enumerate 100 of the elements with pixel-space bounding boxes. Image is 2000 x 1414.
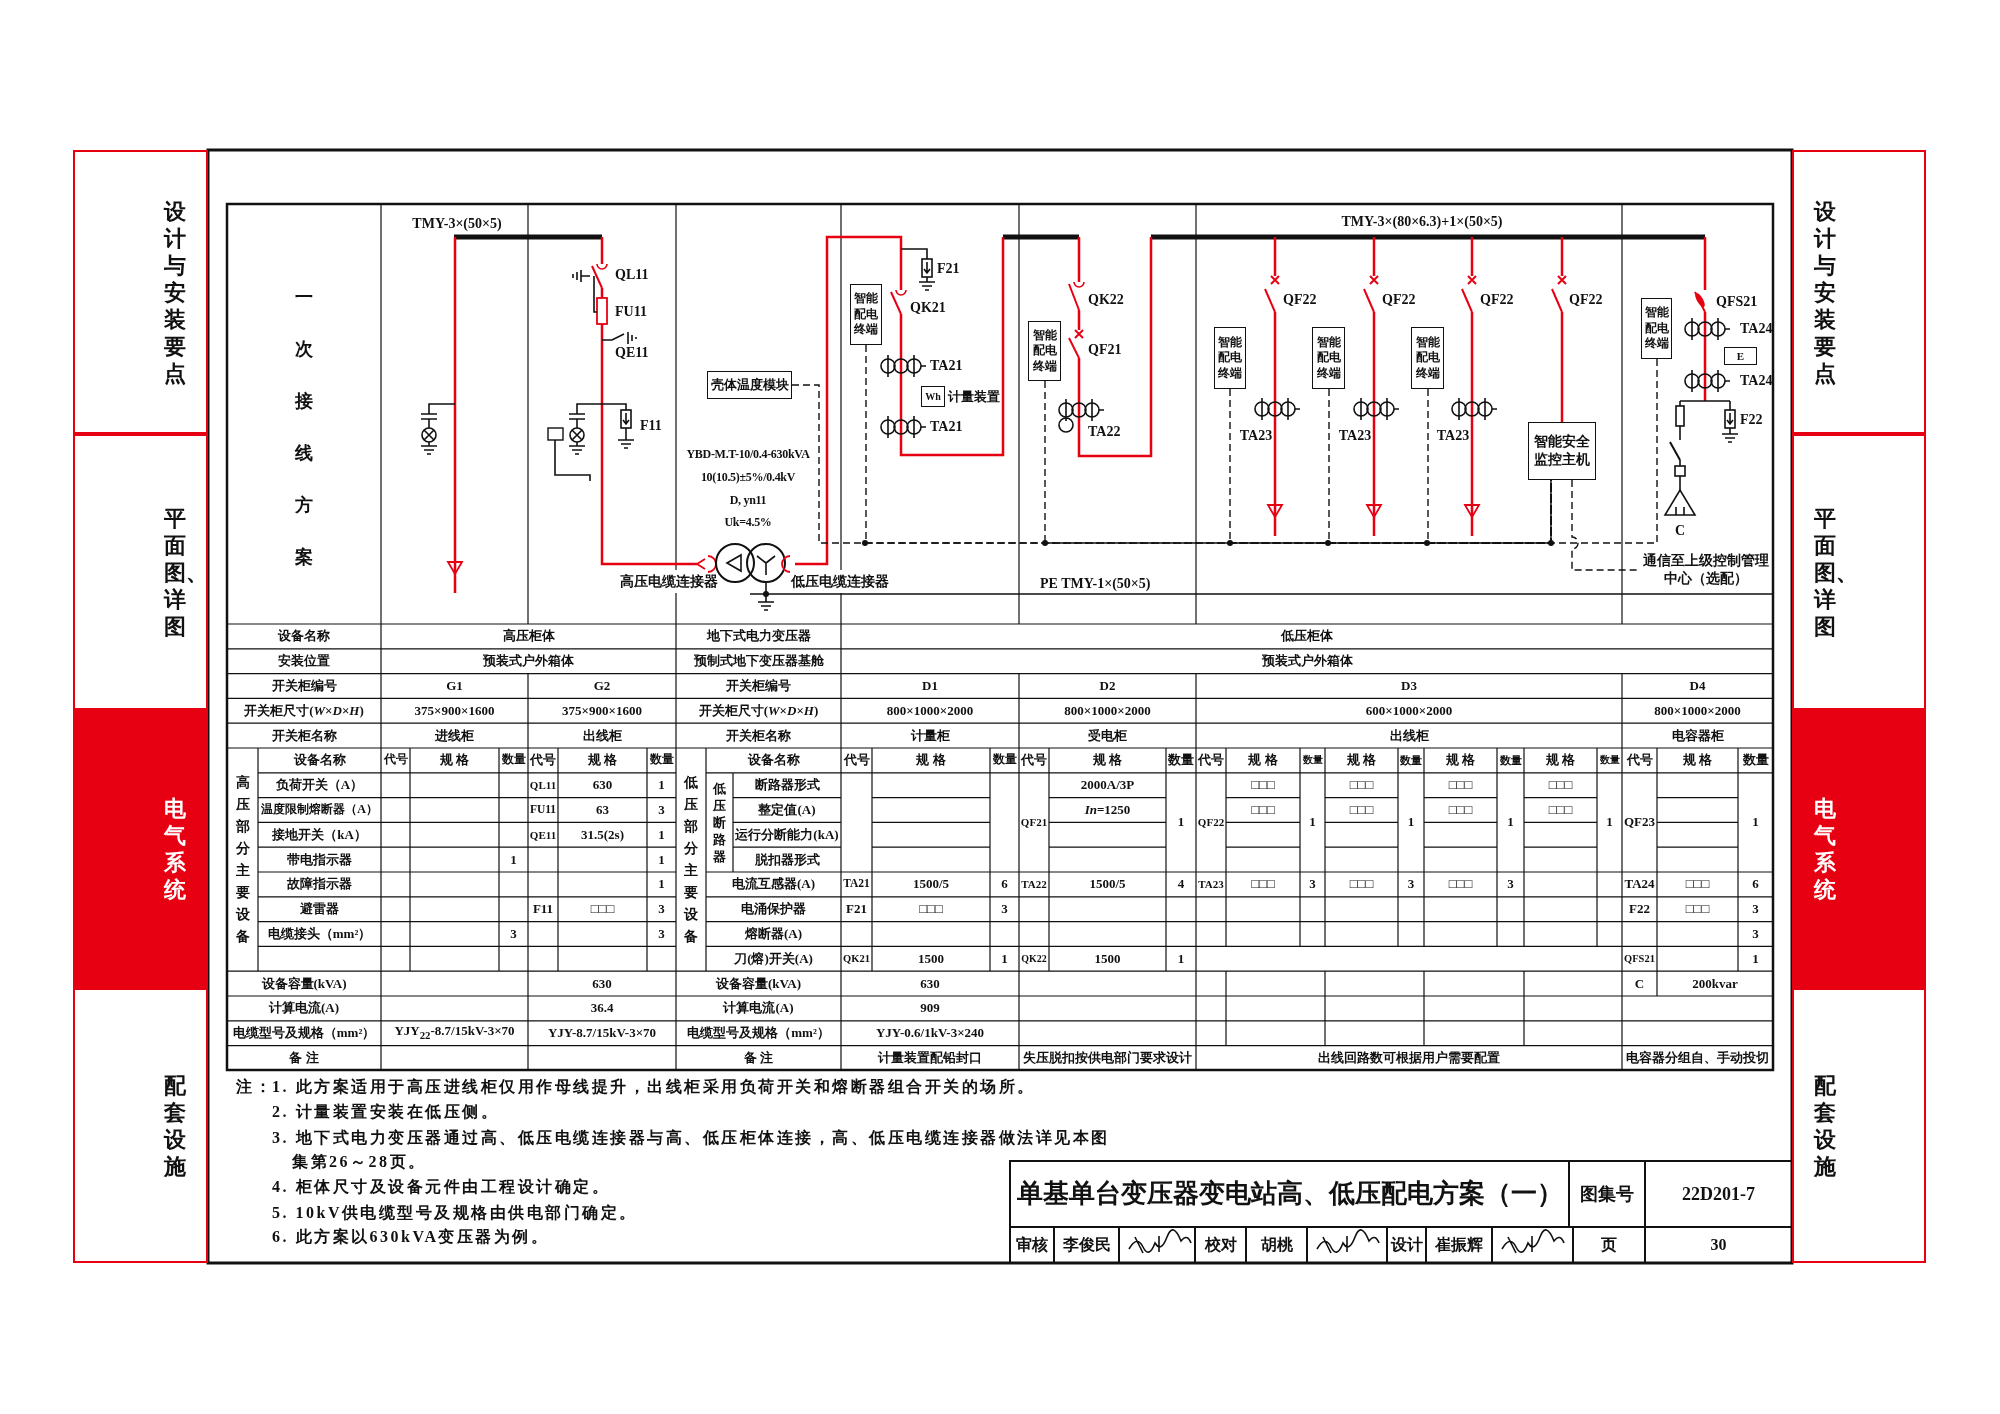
device-label: QF22: [1382, 291, 1416, 309]
table-text: 规 格: [1092, 752, 1123, 768]
table-text: 3: [510, 926, 517, 942]
table-text: 1: [1309, 814, 1316, 830]
table-text: F21: [846, 901, 867, 917]
title-block-text: 李俊民: [1062, 1235, 1111, 1255]
side-tab: 电气系统: [1792, 710, 1926, 988]
table-text: 代号: [383, 753, 408, 768]
row-heading: 一次接线方案: [295, 286, 313, 569]
table-text: 低压柜体: [1281, 628, 1333, 644]
table-text: 3: [1507, 876, 1514, 892]
table-text: 断路器形式: [754, 777, 820, 793]
table-text: 高压柜体: [502, 628, 555, 644]
terminal-box: 智能配电终端: [1312, 327, 1345, 389]
side-tab: 平面图、详图: [1792, 434, 1926, 710]
note-text: 通信至上级控制管理中心（选配）: [1640, 547, 1772, 593]
busbar-label: TMY-3×(80×6.3)+1×(50×5): [1341, 213, 1503, 231]
relay-box: E: [1724, 347, 1757, 365]
table-text: 3: [1752, 901, 1759, 917]
table-text: F11: [532, 901, 554, 917]
table-text: 630: [920, 976, 940, 992]
device-label: TA23: [1338, 427, 1372, 445]
table-text: 3: [1752, 926, 1759, 942]
table-text: 进线柜: [435, 728, 474, 744]
table-text: 4: [1177, 876, 1185, 892]
table-text: 电涌保护器: [741, 901, 806, 917]
busbar-label: PE TMY-1×(50×5): [1040, 575, 1151, 593]
note-text: 5. 10kV供电缆型号及规格由供电部门确定。: [272, 1203, 638, 1223]
table-text: 带电指示器: [287, 852, 352, 868]
table-text: □□□: [1448, 876, 1473, 892]
table-text: 规 格: [587, 752, 618, 768]
device-label: TA21: [930, 357, 963, 375]
table-text: QFS21: [1624, 952, 1655, 965]
connector-label: 低压电缆连接器: [791, 573, 889, 591]
table-text: 1: [1606, 814, 1613, 830]
title-block-text: 页: [1601, 1235, 1617, 1255]
table-text: 地下式电力变压器: [706, 628, 811, 644]
table-text: □□□: [1251, 802, 1275, 818]
table-text: 开关柜尺寸(W×D×H): [698, 703, 819, 719]
table-text: 800×1000×2000: [886, 703, 974, 719]
table-text: 高压部分主要设备: [235, 773, 250, 946]
table-text: C: [1634, 976, 1645, 992]
table-text: 出线柜: [1389, 728, 1429, 744]
table-text: 1: [658, 852, 665, 868]
table-text: 脱扣器形式: [754, 852, 820, 868]
table-text: QF23: [1623, 814, 1656, 830]
device-label: QF21: [1088, 341, 1122, 359]
table-text: YJY$_{22}$-8.7/15kV-3×70: [394, 1024, 515, 1042]
table-text: QK21: [843, 952, 870, 965]
table-text: QK22: [1021, 953, 1047, 965]
table-text: G2: [593, 678, 611, 694]
device-label: TA24: [1740, 320, 1773, 338]
table-text: □□□: [1685, 901, 1710, 917]
table-text: D4: [1689, 678, 1706, 694]
table-text: 出线回路数可根据用户需要配置: [1318, 1050, 1500, 1066]
note-heading: 注：: [236, 1077, 273, 1097]
table-text: 避雷器: [300, 901, 339, 917]
table-text: 3: [658, 901, 665, 917]
table-text: 3: [658, 926, 665, 942]
title-block-text: 崔振辉: [1435, 1235, 1483, 1255]
transformer-label: Uk=4.5%: [724, 516, 772, 530]
side-tab: 配套设施: [1792, 988, 1926, 1263]
table-text: 数量: [1302, 754, 1323, 767]
table-text: □□□: [1251, 777, 1275, 793]
side-tab: 平面图、详图: [73, 434, 208, 710]
table-text: TA21: [843, 877, 870, 891]
device-label: QF22: [1569, 291, 1603, 309]
table-text: 温度限制熔断器（A）: [261, 803, 378, 817]
device-label: QFS21: [1716, 293, 1758, 311]
device-label: QE11: [615, 344, 649, 362]
note-text: 6. 此方案以630kVA变压器为例。: [272, 1227, 550, 1247]
table-text: D3: [1401, 678, 1417, 694]
table-text: 200kvar: [1692, 976, 1738, 992]
table-text: 规 格: [1445, 752, 1476, 768]
table-text: TA22: [1021, 878, 1047, 891]
device-label: QF22: [1283, 291, 1317, 309]
table-text: QF22: [1197, 816, 1225, 829]
table-text: 设备名称: [293, 752, 346, 768]
table-text: 设备容量(kVA): [261, 976, 347, 992]
table-text: 1500/5: [912, 876, 950, 892]
transformer-label: 10(10.5)±5%/0.4kV: [700, 471, 796, 485]
table-text: 规 格: [1545, 752, 1576, 768]
table-text: 6: [1001, 876, 1008, 892]
table-text: 计量装置配铅封口: [878, 1050, 982, 1066]
table-text: 1: [1507, 814, 1514, 830]
device-label: TA24: [1740, 372, 1773, 390]
table-text: 接地开关（kA）: [272, 827, 367, 843]
table-text: 1: [1407, 814, 1415, 830]
table-text: 1: [1177, 951, 1185, 967]
device-label: QK22: [1088, 291, 1124, 309]
table-text: 整定值(A): [758, 802, 816, 818]
table-text: 开关柜编号: [726, 678, 791, 694]
table-text: 电容器分组自、手动投切: [1626, 1050, 1769, 1066]
side-tab: 设计与安装要点: [73, 150, 208, 434]
table-text: 数量: [501, 753, 526, 768]
dashed-connector: [1044, 380, 1552, 544]
meter-box: Wh: [921, 386, 945, 407]
table-text: 数量: [1599, 754, 1620, 767]
table-text: 630: [592, 976, 612, 992]
table-text: 计算电流(A): [723, 1000, 794, 1016]
